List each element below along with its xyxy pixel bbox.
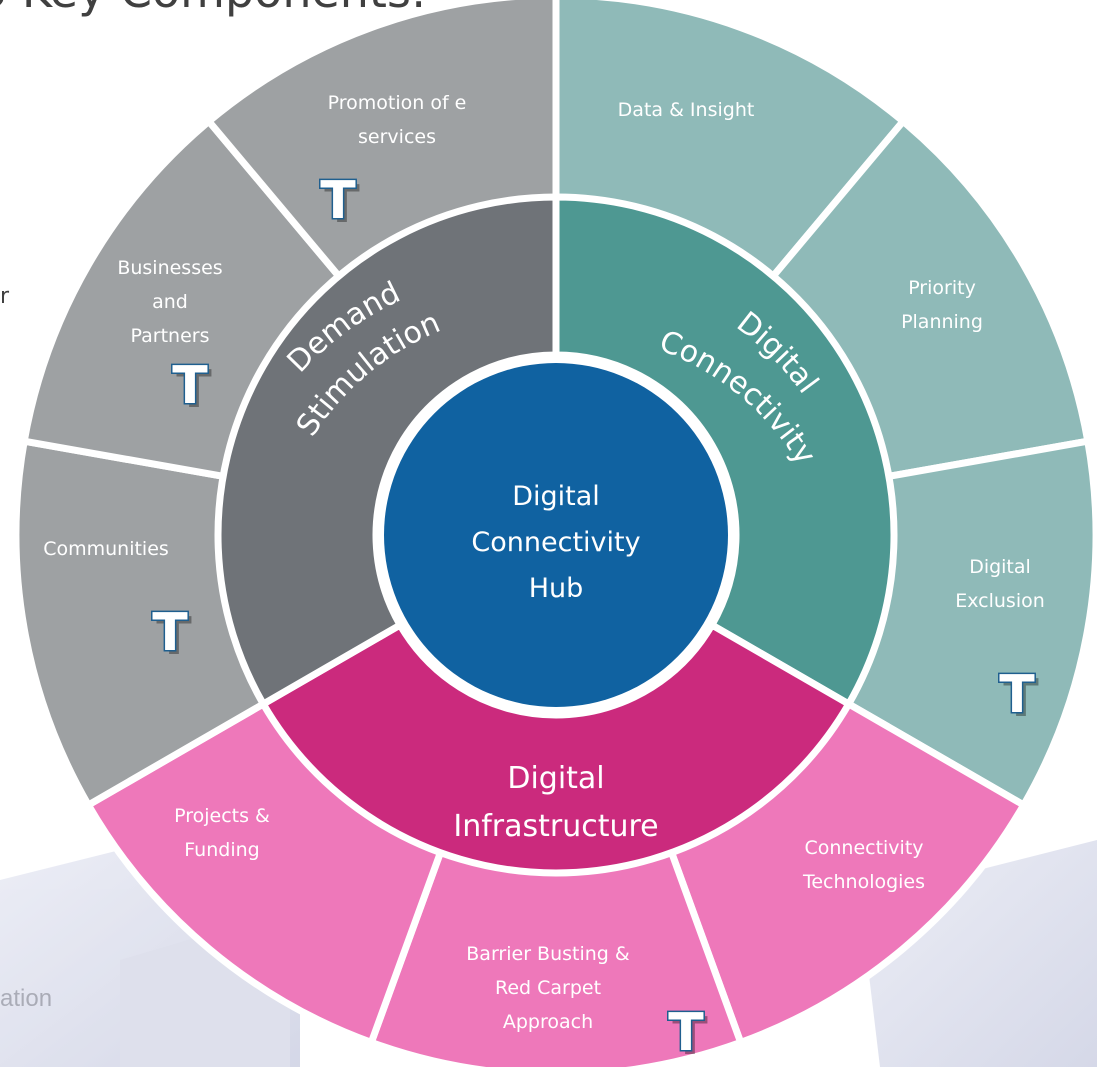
svg-text:T: T	[152, 603, 188, 663]
segment-label-communities: Communities	[43, 538, 169, 560]
svg-text:T: T	[176, 360, 212, 420]
t-badge-icon: TT	[171, 355, 213, 421]
svg-text:T: T	[156, 607, 192, 667]
t-badge-icon: TT	[667, 1002, 709, 1067]
segment-label-projects-funding: Projects &Funding	[174, 805, 270, 861]
hub-core	[384, 363, 728, 707]
t-badge-icon: TT	[151, 602, 193, 668]
t-badge-icon: TT	[319, 170, 361, 236]
svg-text:T: T	[1003, 669, 1039, 729]
svg-text:T: T	[172, 356, 208, 416]
svg-text:T: T	[668, 1003, 704, 1063]
side-text-fragment: r	[0, 284, 10, 309]
svg-text:T: T	[672, 1007, 708, 1067]
svg-text:T: T	[999, 665, 1035, 725]
segment-label-data-insight: Data & Insight	[618, 99, 755, 121]
svg-text:T: T	[324, 175, 360, 235]
t-badge-icon: TT	[998, 664, 1040, 730]
svg-text:T: T	[320, 171, 356, 231]
page-title: 3 Key Components:	[0, 0, 426, 14]
